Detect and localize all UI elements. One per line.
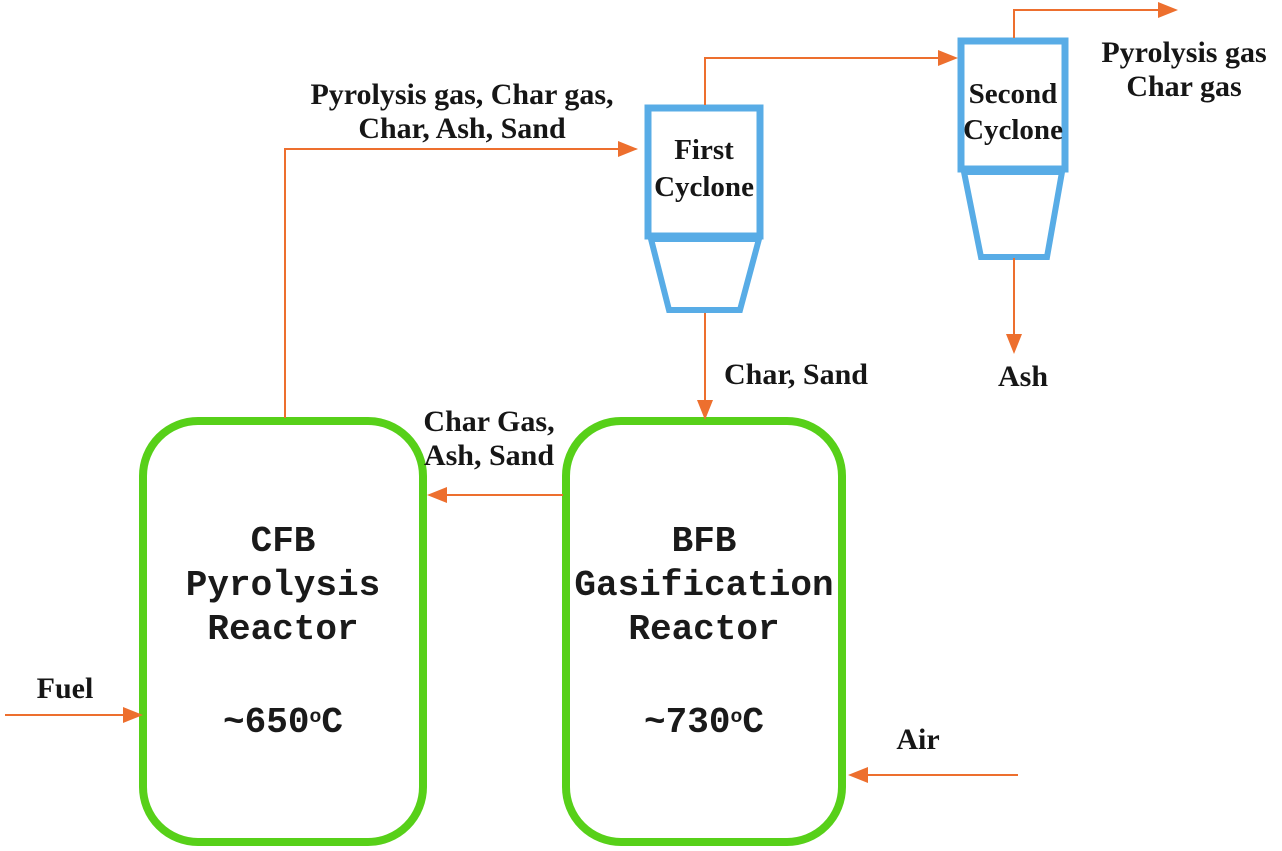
cfb-reactor-label: CFB Pyrolysis Reactor (186, 520, 380, 652)
stream-product-gas-label-line2: Char gas (1126, 70, 1242, 103)
stream-pyrolysis-out-label-line1: Pyrolysis gas, Char gas, (310, 78, 614, 111)
stream-ash-label: Ash (997, 360, 1049, 393)
stream-pyrolysis-out-label: Pyrolysis gas, Char gas, Char, Ash, Sand (310, 78, 613, 146)
first-cyclone-cone (647, 236, 763, 313)
cfb-reactor-label-line2: Pyrolysis (185, 565, 381, 606)
bfb-reactor-temperature: ~730oC (644, 695, 764, 745)
stream-first-to-second-line (704, 57, 940, 105)
cfb-reactor-outline (139, 417, 427, 846)
stream-recycle-label-line1: Char Gas, (423, 405, 555, 438)
stream-product-gas-arrowhead (1158, 2, 1178, 18)
stream-pyrolysis-out-label-line2: Char, Ash, Sand (358, 112, 566, 145)
bfb-reactor-label-line2: Gasification (574, 565, 834, 606)
first-cyclone-label-line2: Cyclone (654, 171, 754, 203)
stream-recycle-label-line2: Ash, Sand (423, 439, 555, 472)
stream-pyrolysis-out-arrowhead (618, 141, 638, 157)
stream-recycle-arrowhead (427, 487, 447, 503)
second-cyclone-label-line1: Second (968, 78, 1058, 110)
second-cyclone-cone (960, 169, 1066, 260)
stream-product-gas-line (1013, 9, 1160, 38)
stream-air-arrowhead (848, 767, 868, 783)
bfb-temp-value: ~730 (644, 701, 731, 743)
second-cyclone-label-line2: Cyclone (963, 114, 1063, 146)
cfb-reactor-label-line1: CFB (250, 521, 316, 562)
stream-char-sand-arrowhead (697, 400, 713, 420)
stream-fuel-arrowhead (123, 707, 143, 723)
bfb-reactor-label-line1: BFB (671, 521, 737, 562)
stream-ash-arrowhead (1006, 334, 1022, 354)
cfb-reactor-temperature: ~650oC (223, 695, 343, 745)
cfb-temp-degree: o (309, 706, 322, 728)
cfb-temp-value: ~650 (223, 701, 310, 743)
stream-first-to-second-arrowhead (938, 50, 958, 66)
stream-product-gas-label: Pyrolysis gas Char gas (1101, 36, 1266, 104)
bfb-reactor-outline (562, 417, 846, 846)
bfb-temp-degree: o (730, 706, 743, 728)
stream-air-label: Air (896, 723, 940, 756)
stream-fuel-label: Fuel (36, 672, 94, 705)
stream-char-sand-label: Char, Sand (724, 358, 868, 391)
bfb-temp-unit: C (742, 701, 764, 743)
second-cyclone-label: Second Cyclone (963, 76, 1063, 148)
stream-product-gas-label-line1: Pyrolysis gas (1101, 36, 1267, 69)
bfb-reactor-label-line3: Reactor (628, 609, 780, 650)
first-cyclone-label: First Cyclone (654, 132, 754, 206)
cfb-temp-unit: C (321, 701, 343, 743)
stream-pyrolysis-out-line (284, 148, 620, 418)
stream-recycle-label: Char Gas, Ash, Sand (423, 405, 554, 473)
bfb-reactor-label: BFB Gasification Reactor (574, 520, 833, 652)
first-cyclone-label-line1: First (674, 134, 734, 166)
cfb-reactor-label-line3: Reactor (207, 609, 359, 650)
